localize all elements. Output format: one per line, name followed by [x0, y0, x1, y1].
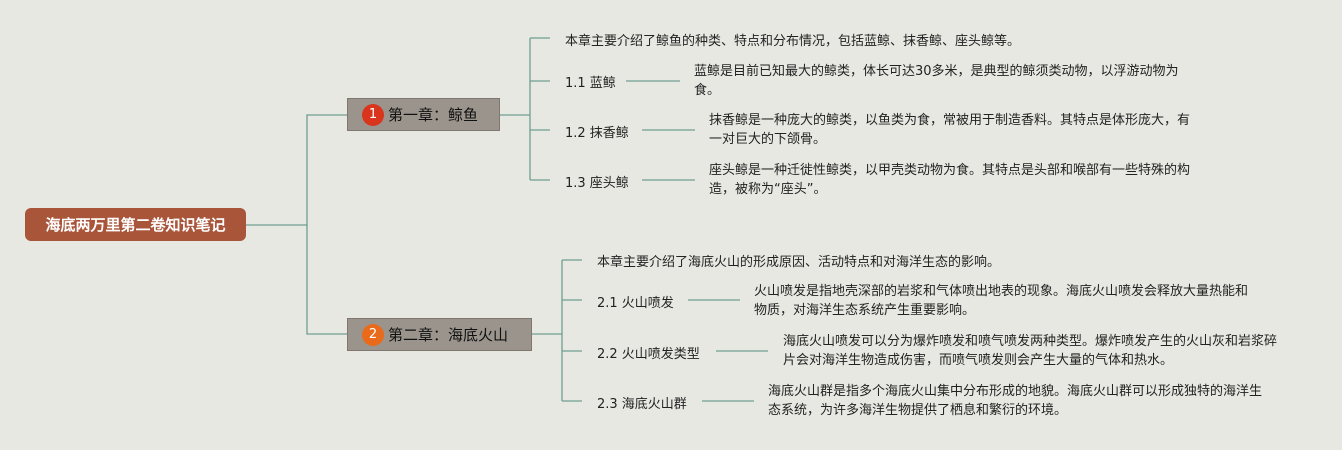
chapter-2-summary: 本章主要介绍了海底火山的形成原因、活动特点和对海洋生态的影响。: [597, 255, 1001, 270]
badge-number-1: 1: [362, 103, 384, 126]
chapter-node-2[interactable]: 2 第二章：海底火山: [347, 318, 532, 351]
topic-label-2-1[interactable]: 2.1 火山喷发: [597, 296, 674, 311]
chapter-node-1[interactable]: 1 第一章：鲸鱼: [347, 98, 500, 131]
topic-desc-1-1: 蓝鲸是目前已知最大的鲸类，体长可达30多米，是典型的鲸须类动物，以浮游动物为食。: [694, 64, 1179, 98]
topic-label-2-2[interactable]: 2.2 火山喷发类型: [597, 347, 700, 362]
chapter-1-summary: 本章主要介绍了鲸鱼的种类、特点和分布情况，包括蓝鲸、抹香鲸、座头鲸等。: [565, 34, 1021, 49]
topic-label-1-2[interactable]: 1.2 抹香鲸: [565, 126, 629, 141]
connector-root-ch1: [246, 114, 347, 226]
topic-label-2-3[interactable]: 2.3 海底火山群: [597, 397, 687, 412]
topic-label-1-3[interactable]: 1.3 座头鲸: [565, 176, 629, 191]
topic-desc-1-2: 抹香鲸是一种庞大的鲸类，以鱼类为食，常被用于制造香料。其特点是体形庞大，有一对巨…: [709, 113, 1191, 147]
topic-desc-2-3: 海底火山群是指多个海底火山集中分布形成的地貌。海底火山群可以形成独特的海洋生态系…: [768, 384, 1263, 418]
chapter-title-1: 第一章：鲸鱼: [388, 106, 479, 124]
topic-desc-1-3: 座头鲸是一种迁徙性鲸类，以甲壳类动物为食。其特点是头部和喉部有一些特殊的构造，被…: [709, 163, 1191, 197]
root-node[interactable]: 海底两万里第二卷知识笔记: [25, 208, 246, 241]
topic-desc-2-1: 火山喷发是指地壳深部的岩浆和气体喷出地表的现象。海底火山喷发会释放大量热能和物质…: [754, 284, 1249, 318]
topic-desc-2-2: 海底火山喷发可以分为爆炸喷发和喷气喷发两种类型。爆炸喷发产生的火山灰和岩浆碎片会…: [783, 334, 1278, 368]
badge-number-2: 2: [362, 323, 384, 346]
connector-ch1-bus: [500, 38, 531, 180]
topic-label-1-1[interactable]: 1.1 蓝鲸: [565, 76, 616, 91]
connector-ch2-bus: [532, 260, 563, 401]
connector-root-ch2: [306, 225, 347, 335]
root-label: 海底两万里第二卷知识笔记: [45, 216, 226, 234]
chapter-title-2: 第二章：海底火山: [388, 326, 509, 344]
